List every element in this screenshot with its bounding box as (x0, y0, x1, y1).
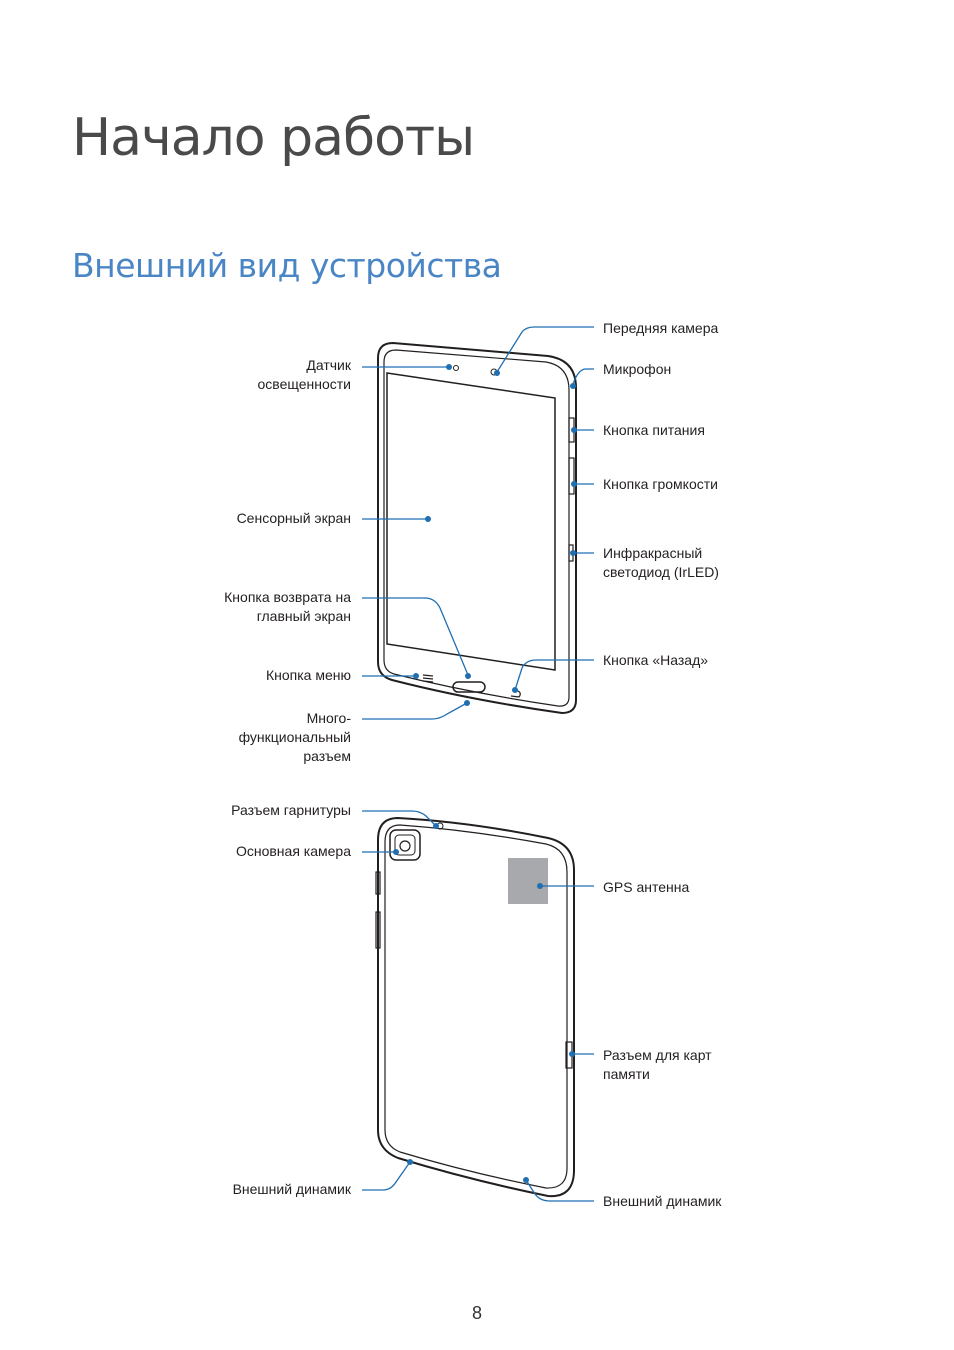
dot-multipurpose (464, 700, 470, 706)
callout-multipurpose (362, 702, 468, 720)
dot-memory-card (569, 1051, 575, 1057)
label-home-button-line2: главный экран (256, 608, 351, 624)
label-speaker-left: Внешний динамик (232, 1181, 351, 1197)
page-number: 8 (471, 1303, 482, 1323)
tablet-front-bezel (383, 349, 570, 707)
label-light-sensor-line1: Датчик (306, 357, 351, 373)
label-irled: Инфракрасный светодиод (IrLED) (603, 544, 719, 582)
tablet-back-inner (384, 824, 568, 1189)
back-key-icon (510, 689, 521, 698)
rear-camera-housing (389, 829, 421, 861)
label-front-camera: Передняя камера (603, 320, 719, 336)
chapter-title: Начало работы (72, 108, 475, 168)
dot-menu (413, 673, 419, 679)
dot-back (512, 687, 518, 693)
label-home-button: Кнопка возврата на главный экран (224, 588, 351, 626)
label-multipurpose-jack: Много- функциональный разъем (239, 709, 351, 766)
label-volume-button: Кнопка громкости (603, 476, 718, 492)
label-memory-card-line2: памяти (603, 1066, 650, 1082)
tablet-front (377, 341, 577, 715)
callout-back (514, 659, 594, 691)
label-rear-camera: Основная камера (235, 843, 351, 859)
callout-home (362, 597, 469, 676)
rear-camera-lens-icon (399, 840, 411, 852)
dot-rear-camera (393, 849, 399, 855)
label-menu-button: Кнопка меню (265, 667, 351, 683)
label-home-button-line1: Кнопка возврата на (224, 589, 351, 605)
dot-volume (571, 481, 577, 487)
home-button-shape (452, 681, 486, 693)
gps-antenna-patch (508, 858, 548, 904)
dot-microphone (570, 383, 576, 389)
dot-speaker-left (407, 1159, 413, 1165)
menu-key-icon (422, 674, 434, 683)
back-side-key-1 (375, 871, 381, 895)
light-sensor-icon (453, 365, 459, 371)
dot-front-camera (494, 370, 500, 376)
dot-gps (537, 883, 543, 889)
callout-front-camera (496, 326, 594, 373)
label-back-button: Кнопка «Назад» (603, 652, 709, 668)
tablet-front-body (377, 341, 577, 715)
section-title: Внешний вид устройства (72, 246, 502, 285)
label-power-button: Кнопка питания (603, 422, 705, 438)
label-microphone: Микрофон (603, 361, 672, 377)
dot-speaker-right (523, 1177, 529, 1183)
rear-camera-ring (394, 834, 416, 856)
callout-speaker-left (362, 1161, 411, 1191)
label-light-sensor-line2: освещенности (257, 376, 351, 392)
label-multipurpose-line1: Много- (306, 710, 351, 726)
label-multipurpose-line2: функциональный (238, 729, 351, 745)
dot-light-sensor (446, 364, 452, 370)
dot-home (465, 673, 471, 679)
dot-headset (433, 823, 439, 829)
callout-dots (393, 364, 577, 1183)
label-speaker-right: Внешний динамик (603, 1193, 722, 1209)
volume-key-shape (568, 457, 575, 495)
label-irled-line2: светодиод (IrLED) (603, 564, 719, 580)
dot-irled (570, 550, 576, 556)
label-headset-jack: Разъем гарнитуры (231, 802, 351, 818)
label-light-sensor: Датчик освещенности (258, 356, 351, 394)
callout-headset (362, 810, 437, 827)
label-gps-antenna: GPS антенна (603, 879, 690, 895)
label-memory-card-line1: Разъем для карт (603, 1047, 712, 1063)
touchscreen-panel (386, 372, 556, 671)
dot-touchscreen (425, 516, 431, 522)
label-irled-line1: Инфракрасный (603, 545, 703, 561)
callout-speaker-right (525, 1179, 594, 1202)
callout-lines (362, 326, 594, 1202)
tablet-back-body (377, 816, 575, 1198)
label-touchscreen: Сенсорный экран (236, 510, 351, 526)
label-multipurpose-line3: разъем (303, 748, 351, 764)
dot-power (571, 427, 577, 433)
callout-microphone (572, 368, 594, 385)
back-side-key-2 (375, 911, 381, 949)
label-memory-card: Разъем для карт памяти (603, 1046, 712, 1084)
